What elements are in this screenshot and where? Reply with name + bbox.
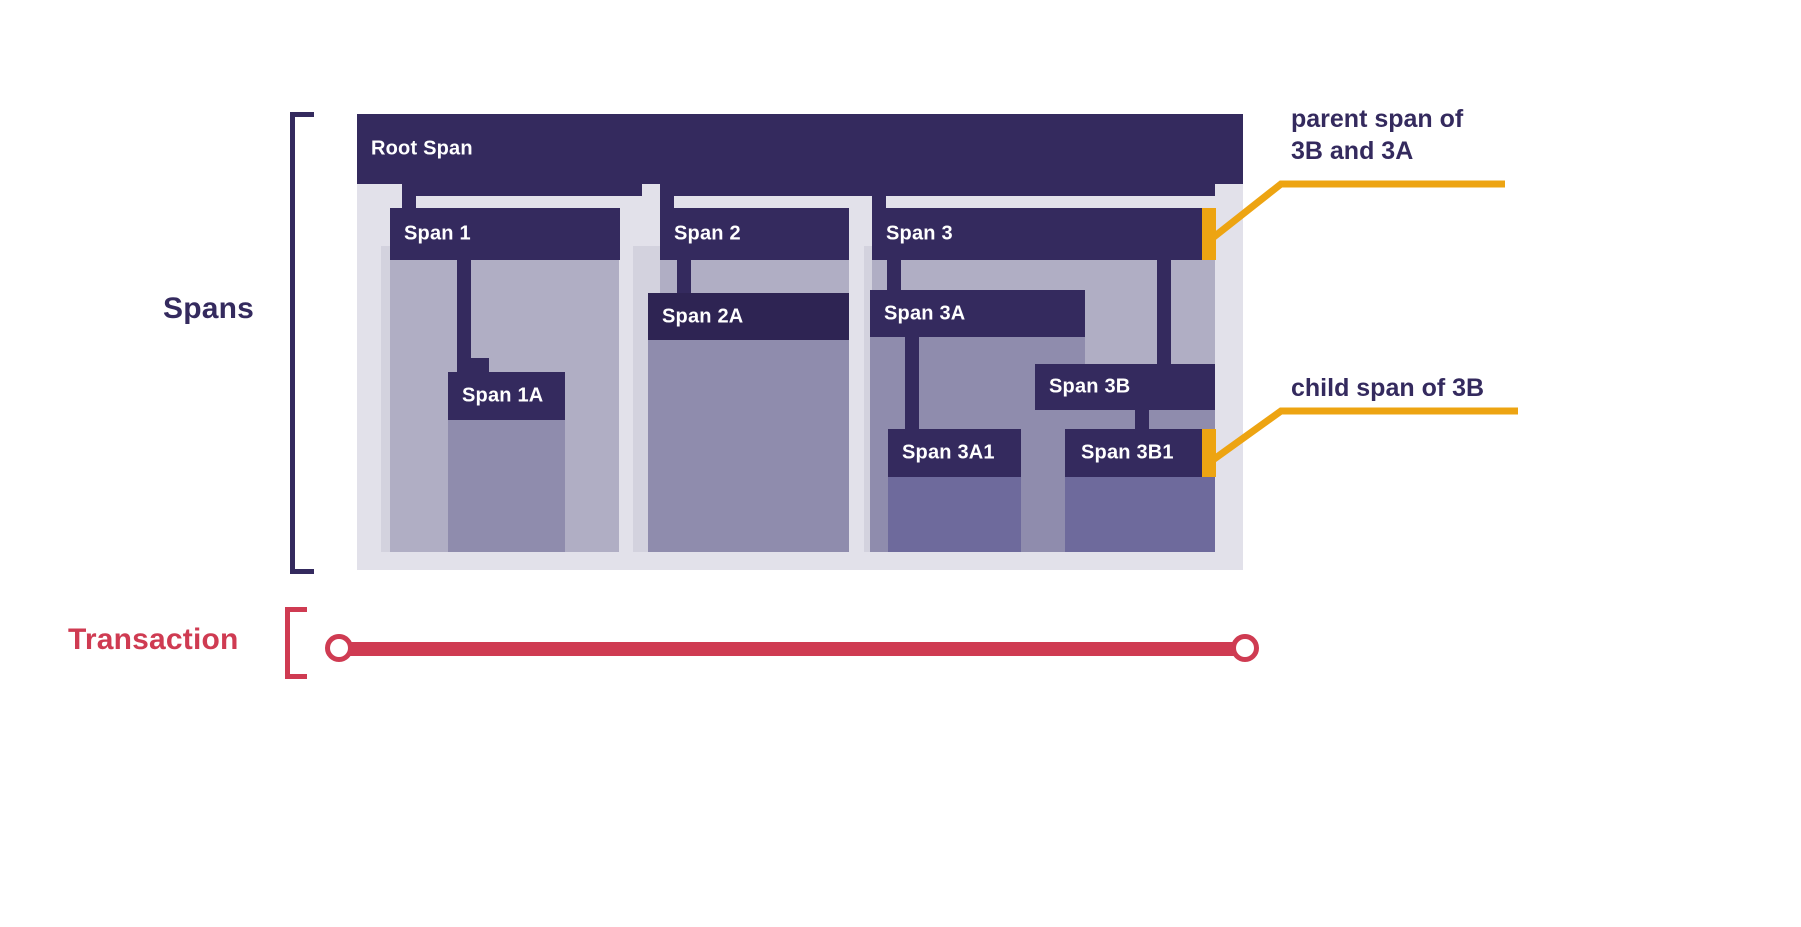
connector-root-rail-3 (872, 182, 1215, 196)
span-label-span3b: Span 3B (1049, 375, 1131, 398)
duration-block-span1a (448, 420, 565, 552)
span-label-span2a: Span 2A (662, 305, 744, 327)
span-label-span1: Span 1 (404, 222, 471, 245)
transaction-timeline-bar (335, 642, 1245, 656)
callout-text-parent-span: parent span of 3B and 3A (1291, 105, 1464, 165)
callout-leader-parent-span (1207, 180, 1505, 243)
span-bar-span2[interactable]: Span 2 (660, 208, 849, 260)
callout-marker-child-span (1202, 429, 1216, 477)
span-label-span3a: Span 3A (884, 302, 966, 324)
span-bar-span1[interactable]: Span 1 (390, 208, 620, 260)
span-label-root: Root Span (371, 137, 473, 160)
span-bar-span3a1[interactable]: Span 3A1 (888, 429, 1021, 477)
span-label-span3a1: Span 3A1 (902, 441, 995, 464)
span-bar-span3b1[interactable]: Span 3B1 (1065, 429, 1215, 477)
connector-root-rail-1 (402, 182, 642, 196)
span-bar-span3b[interactable]: Span 3B (1035, 364, 1215, 410)
spans-section-label: Spans (163, 292, 255, 325)
transaction-start-marker[interactable] (325, 634, 353, 662)
connector-root-rail-2 (660, 182, 884, 196)
span-bar-span3a[interactable]: Span 3A (870, 290, 1085, 337)
duration-block-span2a (648, 332, 849, 552)
connector-span1-to-span1a (457, 245, 471, 370)
spans-bracket (290, 112, 314, 574)
callout-text-child-span: child span of 3B (1291, 374, 1485, 402)
span-label-span3b1: Span 3B1 (1081, 441, 1174, 464)
transaction-bracket (285, 607, 307, 679)
duration-block-span3b1 (1065, 472, 1215, 552)
callout-marker-parent-span (1202, 208, 1216, 260)
span-bar-span1a[interactable]: Span 1A (448, 372, 565, 420)
transaction-end-marker[interactable] (1231, 634, 1259, 662)
span-bar-root[interactable]: Root Span (357, 114, 1243, 184)
connector-span1a-elbow (457, 358, 489, 372)
span-bar-span3[interactable]: Span 3 (872, 208, 1215, 260)
span-bar-span2a[interactable]: Span 2A (648, 293, 849, 340)
spans-panel: Root Span Span 1 Span 1A Span 2 Span 2A … (357, 114, 1243, 570)
span-label-span1a: Span 1A (462, 384, 544, 407)
transaction-section-label: Transaction (68, 623, 239, 656)
duration-block-span3a1 (888, 472, 1021, 552)
span-label-span2: Span 2 (674, 222, 741, 245)
callout-leader-child-span (1207, 407, 1518, 465)
span-label-span3: Span 3 (886, 222, 953, 245)
